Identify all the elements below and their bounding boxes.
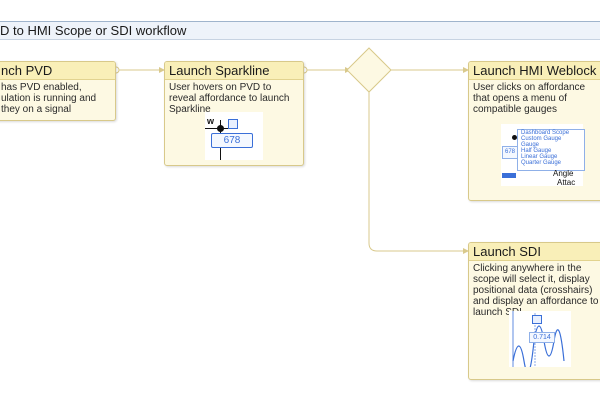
data-point — [512, 135, 517, 140]
node-description: User clicks on affordance that opens a m… — [473, 82, 586, 115]
diagram-title: D to HMI Scope or SDI workflow — [0, 23, 187, 38]
arrow-head — [159, 67, 165, 73]
value-box: 0.714 — [529, 332, 555, 343]
blue-bar — [502, 173, 516, 178]
menu-item[interactable]: Quarter Gauge — [521, 160, 562, 166]
sparkline-mockup: w 678 — [205, 112, 263, 160]
sdi-launch-icon[interactable] — [532, 315, 542, 324]
node-description: User hovers on PVD to reveal affordance … — [169, 82, 290, 115]
arrow-head — [463, 67, 469, 73]
decision-diamond — [346, 47, 392, 93]
value-readout: 678 — [223, 135, 241, 146]
node-title: Launch Sparkline — [165, 62, 303, 80]
node-description: has PVD enabled, ulation is running and … — [1, 82, 97, 115]
menu-item[interactable]: Custom Gauge — [521, 136, 562, 142]
node-launch-sdi[interactable]: Launch SDI Clicking anywhere in the scop… — [468, 242, 600, 380]
gauge-label: Angle — [553, 169, 574, 178]
node-title: nch PVD — [0, 62, 115, 80]
diagram-title-bar: D to HMI Scope or SDI workflow — [0, 21, 600, 40]
node-title: Launch SDI — [469, 243, 600, 261]
value-readout: 678 — [504, 149, 515, 155]
menu-item[interactable]: Gauge — [521, 142, 540, 148]
arrow-head — [463, 248, 469, 254]
scope-mockup: 0.714 — [509, 311, 571, 367]
connector-decision-sdi — [368, 92, 465, 252]
menu-item[interactable]: Dashboard Scope — [521, 130, 570, 136]
menu-item[interactable]: Half Gauge — [521, 148, 552, 154]
node-launch-sparkline[interactable]: Launch Sparkline User hovers on PVD to r… — [164, 61, 304, 166]
gauge-menu-mockup: 678 Dashboard Scope Custom Gauge Gauge H… — [501, 124, 585, 187]
axis-label: w — [207, 116, 215, 126]
value-box: 678 — [211, 133, 253, 148]
value-readout: 0.714 — [533, 334, 551, 341]
menu-item[interactable]: Linear Gauge — [521, 154, 558, 160]
gauge-label: Attac — [557, 178, 576, 187]
node-launch-hmi-weblock[interactable]: Launch HMI Weblock User clicks on afford… — [468, 61, 600, 201]
node-description: Clicking anywhere in the scope will sele… — [473, 263, 599, 318]
node-title: Launch HMI Weblock — [469, 62, 600, 80]
value-box: 678 — [502, 146, 518, 159]
sparkline-launch-icon[interactable] — [228, 119, 238, 129]
gauge-menu[interactable]: Dashboard Scope Custom Gauge Gauge Half … — [517, 129, 585, 171]
data-point — [217, 125, 224, 132]
node-launch-pvd[interactable]: nch PVD has PVD enabled, ulation is runn… — [0, 61, 116, 121]
